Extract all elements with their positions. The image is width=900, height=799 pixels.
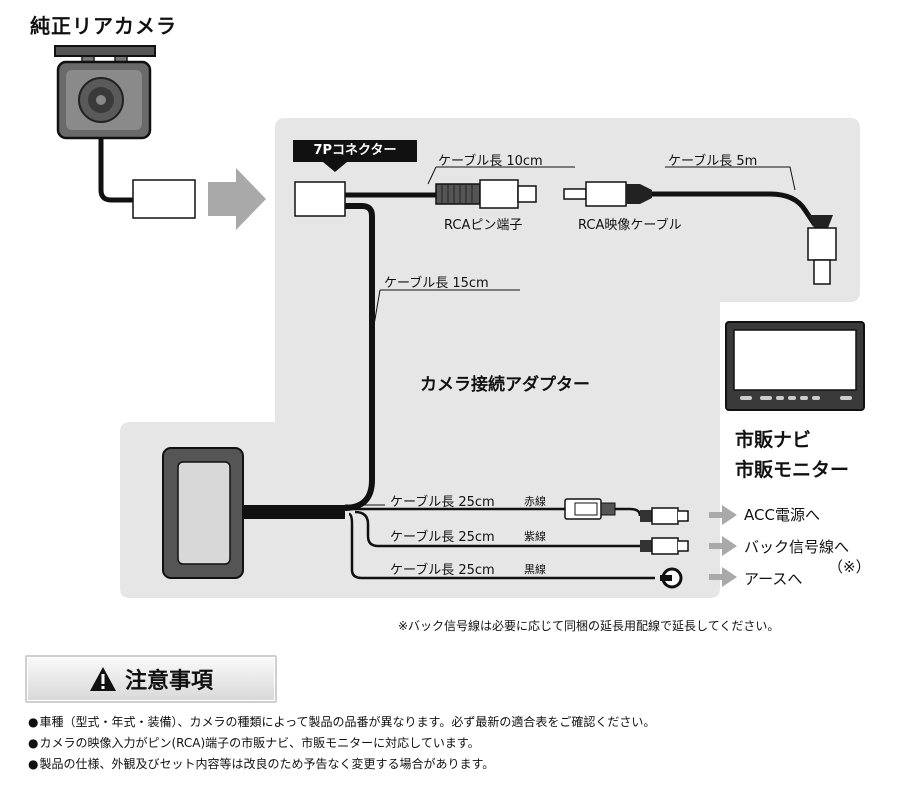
camera-cable	[98, 138, 135, 203]
seven-pin-connector	[294, 181, 346, 217]
tag-pointer-icon	[323, 162, 347, 172]
fuse-holder	[564, 498, 616, 520]
warning-icon	[89, 667, 116, 691]
black-wire-length: ケーブル長 25cm	[390, 563, 495, 578]
caution-heading: 注意事項	[124, 669, 213, 694]
navi-label-line2: 市販モニター	[735, 459, 850, 481]
monitor-icon	[725, 321, 865, 411]
back-note-mark: （※）	[828, 558, 871, 576]
caution-heading-box: 注意事項	[25, 655, 277, 703]
back-arrow-icon	[709, 536, 737, 556]
earth-arrow-icon	[709, 567, 737, 587]
back-terminal	[640, 537, 689, 555]
leader-5m	[665, 166, 796, 191]
rca-video-plug	[563, 181, 652, 207]
caution-item: カメラの映像入力がピン(RCA)端子の市販ナビ、市販モニターに対応しています。	[28, 733, 655, 754]
rca-video-cable	[652, 191, 818, 227]
connector-label: 7Pコネクター	[293, 140, 417, 162]
navi-label: 市販ナビ 市販モニター	[735, 425, 849, 485]
caution-list: 車種（型式・年式・装備）、カメラの種類によって製品の品番が異なります。必ず最新の…	[28, 712, 655, 775]
rca-video-cable-label: RCA映像ケーブル	[578, 218, 682, 233]
acc-terminal	[640, 507, 689, 525]
camera-connector-box	[132, 179, 196, 219]
rca-pin-label: RCAピン端子	[444, 218, 523, 233]
purple-wire-label: 紫線	[524, 530, 546, 543]
big-arrow-icon	[208, 168, 266, 230]
back-destination: バック信号線へ	[744, 538, 850, 556]
acc-arrow-icon	[709, 505, 737, 525]
black-wire	[348, 512, 655, 580]
earth-destination: アースへ	[744, 570, 803, 588]
caution-item: 車種（型式・年式・装備）、カメラの種類によって製品の品番が異なります。必ず最新の…	[28, 712, 655, 733]
leader-10cm	[427, 166, 575, 185]
red-wire-length: ケーブル長 25cm	[390, 495, 495, 510]
purple-wire-length: ケーブル長 25cm	[390, 530, 495, 545]
rca-video-cable-length: ケーブル長 5m	[668, 154, 758, 169]
earth-terminal-icon	[660, 567, 683, 589]
camera-adapter-box	[162, 447, 244, 579]
main-cable	[245, 203, 375, 511]
footnote: ※バック信号線は必要に応じて同梱の延長用配線で延長してください。	[398, 619, 780, 633]
page-title: 純正リアカメラ	[30, 14, 177, 38]
acc-destination: ACC電源へ	[744, 506, 820, 524]
main-cable-length: ケーブル長 15cm	[384, 276, 489, 291]
rca-pin-cable-length: ケーブル長 10cm	[438, 154, 543, 169]
caution-item: 製品の仕様、外観及びセット内容等は改良のため予告なく変更する場合があります。	[28, 754, 655, 775]
adapter-label: カメラ接続アダプター	[420, 375, 590, 395]
navi-label-line1: 市販ナビ	[735, 429, 812, 451]
rear-camera	[54, 45, 156, 140]
adapter-panel-background	[120, 118, 860, 598]
leader-15cm	[373, 289, 520, 326]
rca-video-plug-end	[807, 215, 837, 285]
black-wire-label: 黒線	[524, 563, 546, 576]
red-wire-label: 赤線	[524, 495, 546, 508]
rca-pin-terminal	[435, 179, 537, 209]
purple-wire	[354, 510, 640, 548]
